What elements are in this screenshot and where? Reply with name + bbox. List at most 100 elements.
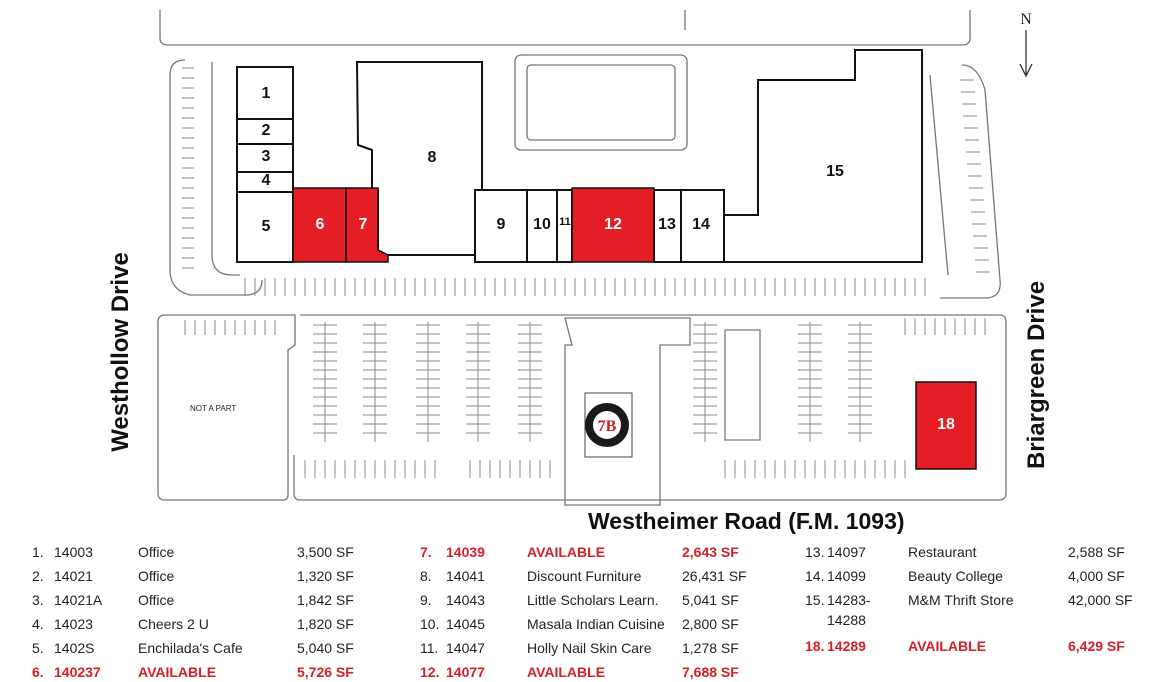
legend-addr: 14023: [54, 616, 93, 632]
legend-size: 1,820 SF: [297, 616, 354, 632]
legend-size: 5,040 SF: [297, 640, 354, 656]
legend-size: 1,842 SF: [297, 592, 354, 608]
legend-size: 5,041 SF: [682, 592, 739, 608]
site-plan: 7B: [157, 10, 1007, 506]
legend-tenant: AVAILABLE: [908, 638, 987, 654]
unit-label-1: 1: [261, 85, 271, 102]
svg-text:7B: 7B: [598, 418, 617, 435]
unit-label-6: 6: [315, 216, 325, 233]
legend-num: 5.: [32, 640, 44, 656]
legend-tenant: Enchilada's Cafe: [138, 640, 243, 656]
legend-size: 6,429 SF: [1068, 638, 1125, 654]
legend-addr: 14077: [446, 664, 485, 680]
unit-label-18: 18: [937, 416, 955, 433]
unit-14-shape: [680, 189, 725, 263]
legend-size: 1,320 SF: [297, 568, 354, 584]
legend-size: 42,000 SF: [1068, 592, 1133, 608]
legend-num: 10.: [420, 616, 440, 632]
legend-addr: 14289: [827, 638, 866, 654]
legend-num: 18.: [805, 638, 825, 654]
legend-tenant: Masala Indian Cuisine: [527, 616, 665, 632]
unit-label-5: 5: [261, 218, 271, 235]
legend-tenant: Discount Furniture: [527, 568, 642, 584]
unit-label-11: 11: [559, 216, 571, 228]
legend-tenant: Restaurant: [908, 544, 977, 560]
unit-label-7: 7: [358, 216, 368, 233]
legend-size: 26,431 SF: [682, 568, 747, 584]
legend-tenant: AVAILABLE: [527, 544, 606, 560]
legend-num: 3.: [32, 592, 44, 608]
unit-label-10: 10: [533, 216, 551, 233]
legend-num: 13.: [805, 544, 825, 560]
street-westhollow: Westhollow Drive: [107, 252, 134, 452]
unit-label-2: 2: [261, 122, 271, 139]
legend-addr: 14021A: [54, 592, 103, 608]
legend-size: 2,800 SF: [682, 616, 739, 632]
seven-brew-logo: 7B: [584, 392, 633, 458]
legend-addr: 14283- 14288: [827, 592, 871, 628]
unit-1-shape: [236, 66, 294, 120]
legend-addr: 14097: [827, 544, 866, 560]
unit-13-shape: [653, 189, 682, 263]
legend-addr: 14041: [446, 568, 485, 584]
unit-label-14: 14: [692, 216, 710, 233]
legend-addr: 14003: [54, 544, 93, 560]
legend-num: 15.: [805, 592, 825, 608]
unit-label-15: 15: [826, 163, 844, 180]
legend-addr: 14099: [827, 568, 866, 584]
legend-num: 1.: [32, 544, 44, 560]
north-label: N: [1020, 11, 1032, 28]
legend-tenant: M&M Thrift Store: [908, 592, 1014, 608]
legend-tenant: Office: [138, 544, 175, 560]
legend-addr: 14043: [446, 592, 485, 608]
legend-size: 3,500 SF: [297, 544, 354, 560]
unit-15-shape: [723, 49, 923, 263]
legend-num: 11.: [420, 640, 439, 656]
legend-size: 5,726 SF: [297, 664, 354, 680]
legend-size: 4,000 SF: [1068, 568, 1125, 584]
legend-tenant: Holly Nail Skin Care: [527, 640, 652, 656]
legend-addr: 14045: [446, 616, 485, 632]
legend-tenant: Office: [138, 592, 175, 608]
legend-num: 4.: [32, 616, 44, 632]
unit-18-shape: [915, 381, 977, 470]
unit-label-12: 12: [604, 216, 622, 233]
legend-num: 6.: [32, 664, 44, 680]
unit-label-3: 3: [261, 148, 271, 165]
legend-addr: 14039: [446, 544, 485, 560]
legend-size: 2,643 SF: [682, 544, 739, 560]
unit-label-9: 9: [496, 216, 506, 233]
legend-tenant: Little Scholars Learn.: [527, 592, 659, 608]
legend-tenant: AVAILABLE: [527, 664, 606, 680]
north-road-edge: [159, 10, 971, 46]
legend-tenant: AVAILABLE: [138, 664, 217, 680]
street-westheimer: Westheimer Road (F.M. 1093): [588, 508, 905, 534]
legend-tenant: Beauty College: [908, 568, 1003, 584]
unit-label-8: 8: [427, 149, 437, 166]
legend-size: 2,588 SF: [1068, 544, 1125, 560]
legend-addr: 1402S: [54, 640, 95, 656]
legend-addr: 14021: [54, 568, 93, 584]
unit-label-13: 13: [658, 216, 676, 233]
unit-12-shape: [571, 187, 655, 263]
legend-num: 12.: [420, 664, 440, 680]
legend-num: 7.: [420, 544, 432, 560]
legend-num: 9.: [420, 592, 432, 608]
legend-tenant: Cheers 2 U: [138, 616, 209, 632]
legend-tenant: Office: [138, 568, 175, 584]
legend-num: 14.: [805, 568, 825, 584]
unit-7-shape: [345, 187, 389, 263]
north-arrow: N: [1014, 8, 1038, 78]
legend-num: 8.: [420, 568, 432, 584]
legend-size: 7,688 SF: [682, 664, 739, 680]
legend-size: 1,278 SF: [682, 640, 739, 656]
street-briargreen: Briargreen Drive: [1023, 280, 1050, 470]
unit-2-shape: [236, 118, 294, 145]
unit-label-4: 4: [261, 172, 271, 189]
not-a-part-label: NOT A PART: [190, 404, 237, 413]
legend-addr: 14047: [446, 640, 485, 656]
legend-addr: 140237: [54, 664, 101, 680]
unit-9-shape: [474, 189, 528, 263]
legend-num: 2.: [32, 568, 44, 584]
